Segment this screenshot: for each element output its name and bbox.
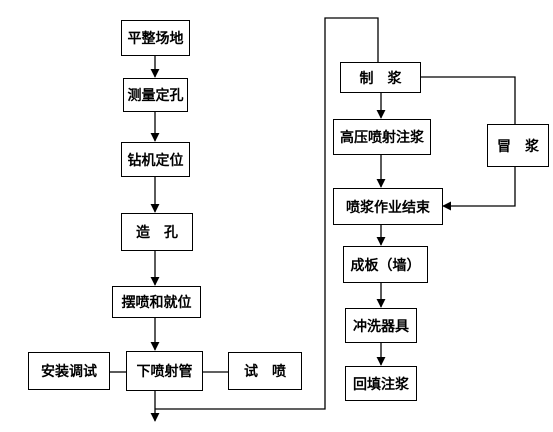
node-mix-grout-label: 制 浆 bbox=[359, 70, 402, 87]
node-lower-spray-pipe: 下喷射管 bbox=[126, 351, 203, 391]
node-swing-spray-position-label: 摆喷和就位 bbox=[121, 295, 192, 311]
edge-mix-to-return bbox=[421, 76, 516, 124]
node-level-site: 平整场地 bbox=[121, 20, 190, 56]
node-mix-grout: 制 浆 bbox=[340, 62, 421, 93]
node-hp-jet-grout: 高压喷射注浆 bbox=[333, 119, 431, 155]
edge-return-to-end bbox=[442, 167, 516, 211]
node-make-hole: 造 孔 bbox=[121, 213, 193, 251]
node-install-debug-label: 安装调试 bbox=[41, 364, 97, 380]
node-survey-hole-label: 测量定孔 bbox=[127, 88, 184, 104]
node-swing-spray-position: 摆喷和就位 bbox=[112, 286, 201, 318]
node-grout-return: 冒 浆 bbox=[487, 124, 549, 167]
node-make-hole-label: 造 孔 bbox=[136, 225, 178, 241]
node-form-wall: 成板（墙） bbox=[343, 246, 428, 283]
node-grout-end: 喷浆作业结束 bbox=[333, 188, 443, 225]
node-hp-jet-grout-label: 高压喷射注浆 bbox=[340, 130, 424, 146]
node-flush-equipment: 冲洗器具 bbox=[345, 308, 417, 343]
node-backfill-grout-label: 回填注浆 bbox=[353, 376, 409, 393]
node-lower-spray-pipe-label: 下喷射管 bbox=[136, 364, 193, 380]
node-backfill-grout: 回填注浆 bbox=[345, 366, 417, 401]
node-install-debug: 安装调试 bbox=[28, 352, 110, 390]
node-drill-position-label: 钻机定位 bbox=[127, 152, 184, 169]
node-level-site-label: 平整场地 bbox=[127, 31, 184, 47]
node-drill-position: 钻机定位 bbox=[121, 142, 190, 177]
edge-link-to-right-column bbox=[155, 17, 379, 410]
node-grout-end-label: 喷浆作业结束 bbox=[346, 199, 430, 216]
node-form-wall-label: 成板（墙） bbox=[350, 257, 421, 274]
node-trial-spray-label: 试 喷 bbox=[244, 364, 286, 380]
node-grout-return-label: 冒 浆 bbox=[497, 138, 539, 155]
node-trial-spray: 试 喷 bbox=[228, 352, 302, 390]
node-flush-equipment-label: 冲洗器具 bbox=[353, 318, 409, 335]
node-survey-hole: 测量定孔 bbox=[123, 78, 188, 112]
